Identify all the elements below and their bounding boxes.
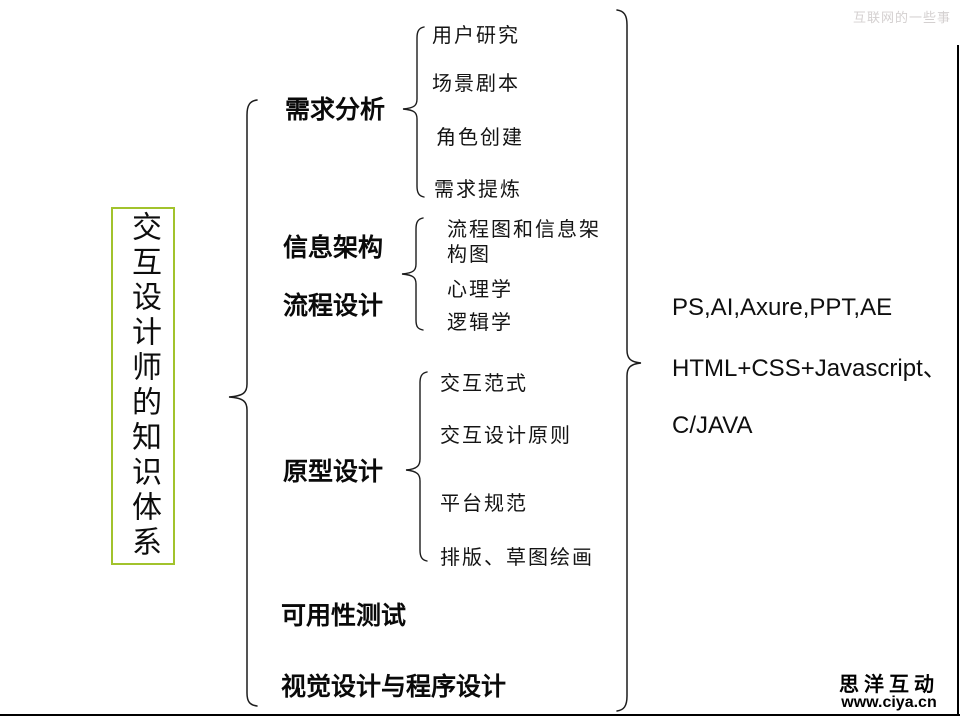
leaf-item: 用户研究: [432, 23, 520, 47]
leaf-item: 交互范式: [440, 371, 528, 395]
branch-brace-information: [401, 217, 424, 331]
leaf-item: 需求提炼: [434, 177, 522, 201]
main-left-brace: [228, 99, 258, 707]
leaf-item: 平台规范: [440, 491, 528, 515]
logo-url: www.ciya.cn: [841, 694, 937, 711]
branch-brace-prototype: [405, 371, 428, 562]
leaf-item: 场景剧本: [432, 71, 520, 95]
watermark-text: 互联网的一些事: [853, 11, 952, 26]
main-right-brace: [616, 9, 642, 712]
leaf-item: 逻辑学: [447, 310, 513, 334]
slide-right-border: [957, 45, 959, 716]
site-logo: 思洋互动 www.ciya.cn: [839, 672, 939, 711]
branch-label-prototype: 原型设计: [283, 457, 384, 486]
tool-item: C/JAVA: [672, 412, 753, 439]
leaf-item: 流程图和信息架构图: [447, 217, 601, 266]
branch-label-flow-design: 流程设计: [283, 291, 384, 320]
tool-item: HTML+CSS+Javascript、: [672, 355, 947, 382]
branch-label-requirements: 需求分析: [285, 95, 386, 124]
root-topic-title: 交互设计师的知识体系: [126, 211, 161, 561]
leaf-item: 心理学: [447, 277, 513, 301]
tool-item: PS,AI,Axure,PPT,AE: [672, 294, 893, 321]
branch-label-usability-testing: 可用性测试: [281, 601, 407, 630]
leaf-item: 角色创建: [436, 125, 524, 149]
leaf-item: 交互设计原则: [440, 423, 572, 447]
leaf-item: 排版、草图绘画: [440, 545, 594, 569]
branch-label-visual-and-programming: 视觉设计与程序设计: [281, 672, 507, 701]
slide-bottom-border: [0, 714, 960, 716]
logo-name: 思洋互动: [839, 672, 939, 696]
branch-brace-requirements: [402, 26, 425, 198]
root-topic-box: 交互设计师的知识体系: [111, 207, 175, 565]
branch-label-information-architecture: 信息架构: [283, 233, 384, 262]
